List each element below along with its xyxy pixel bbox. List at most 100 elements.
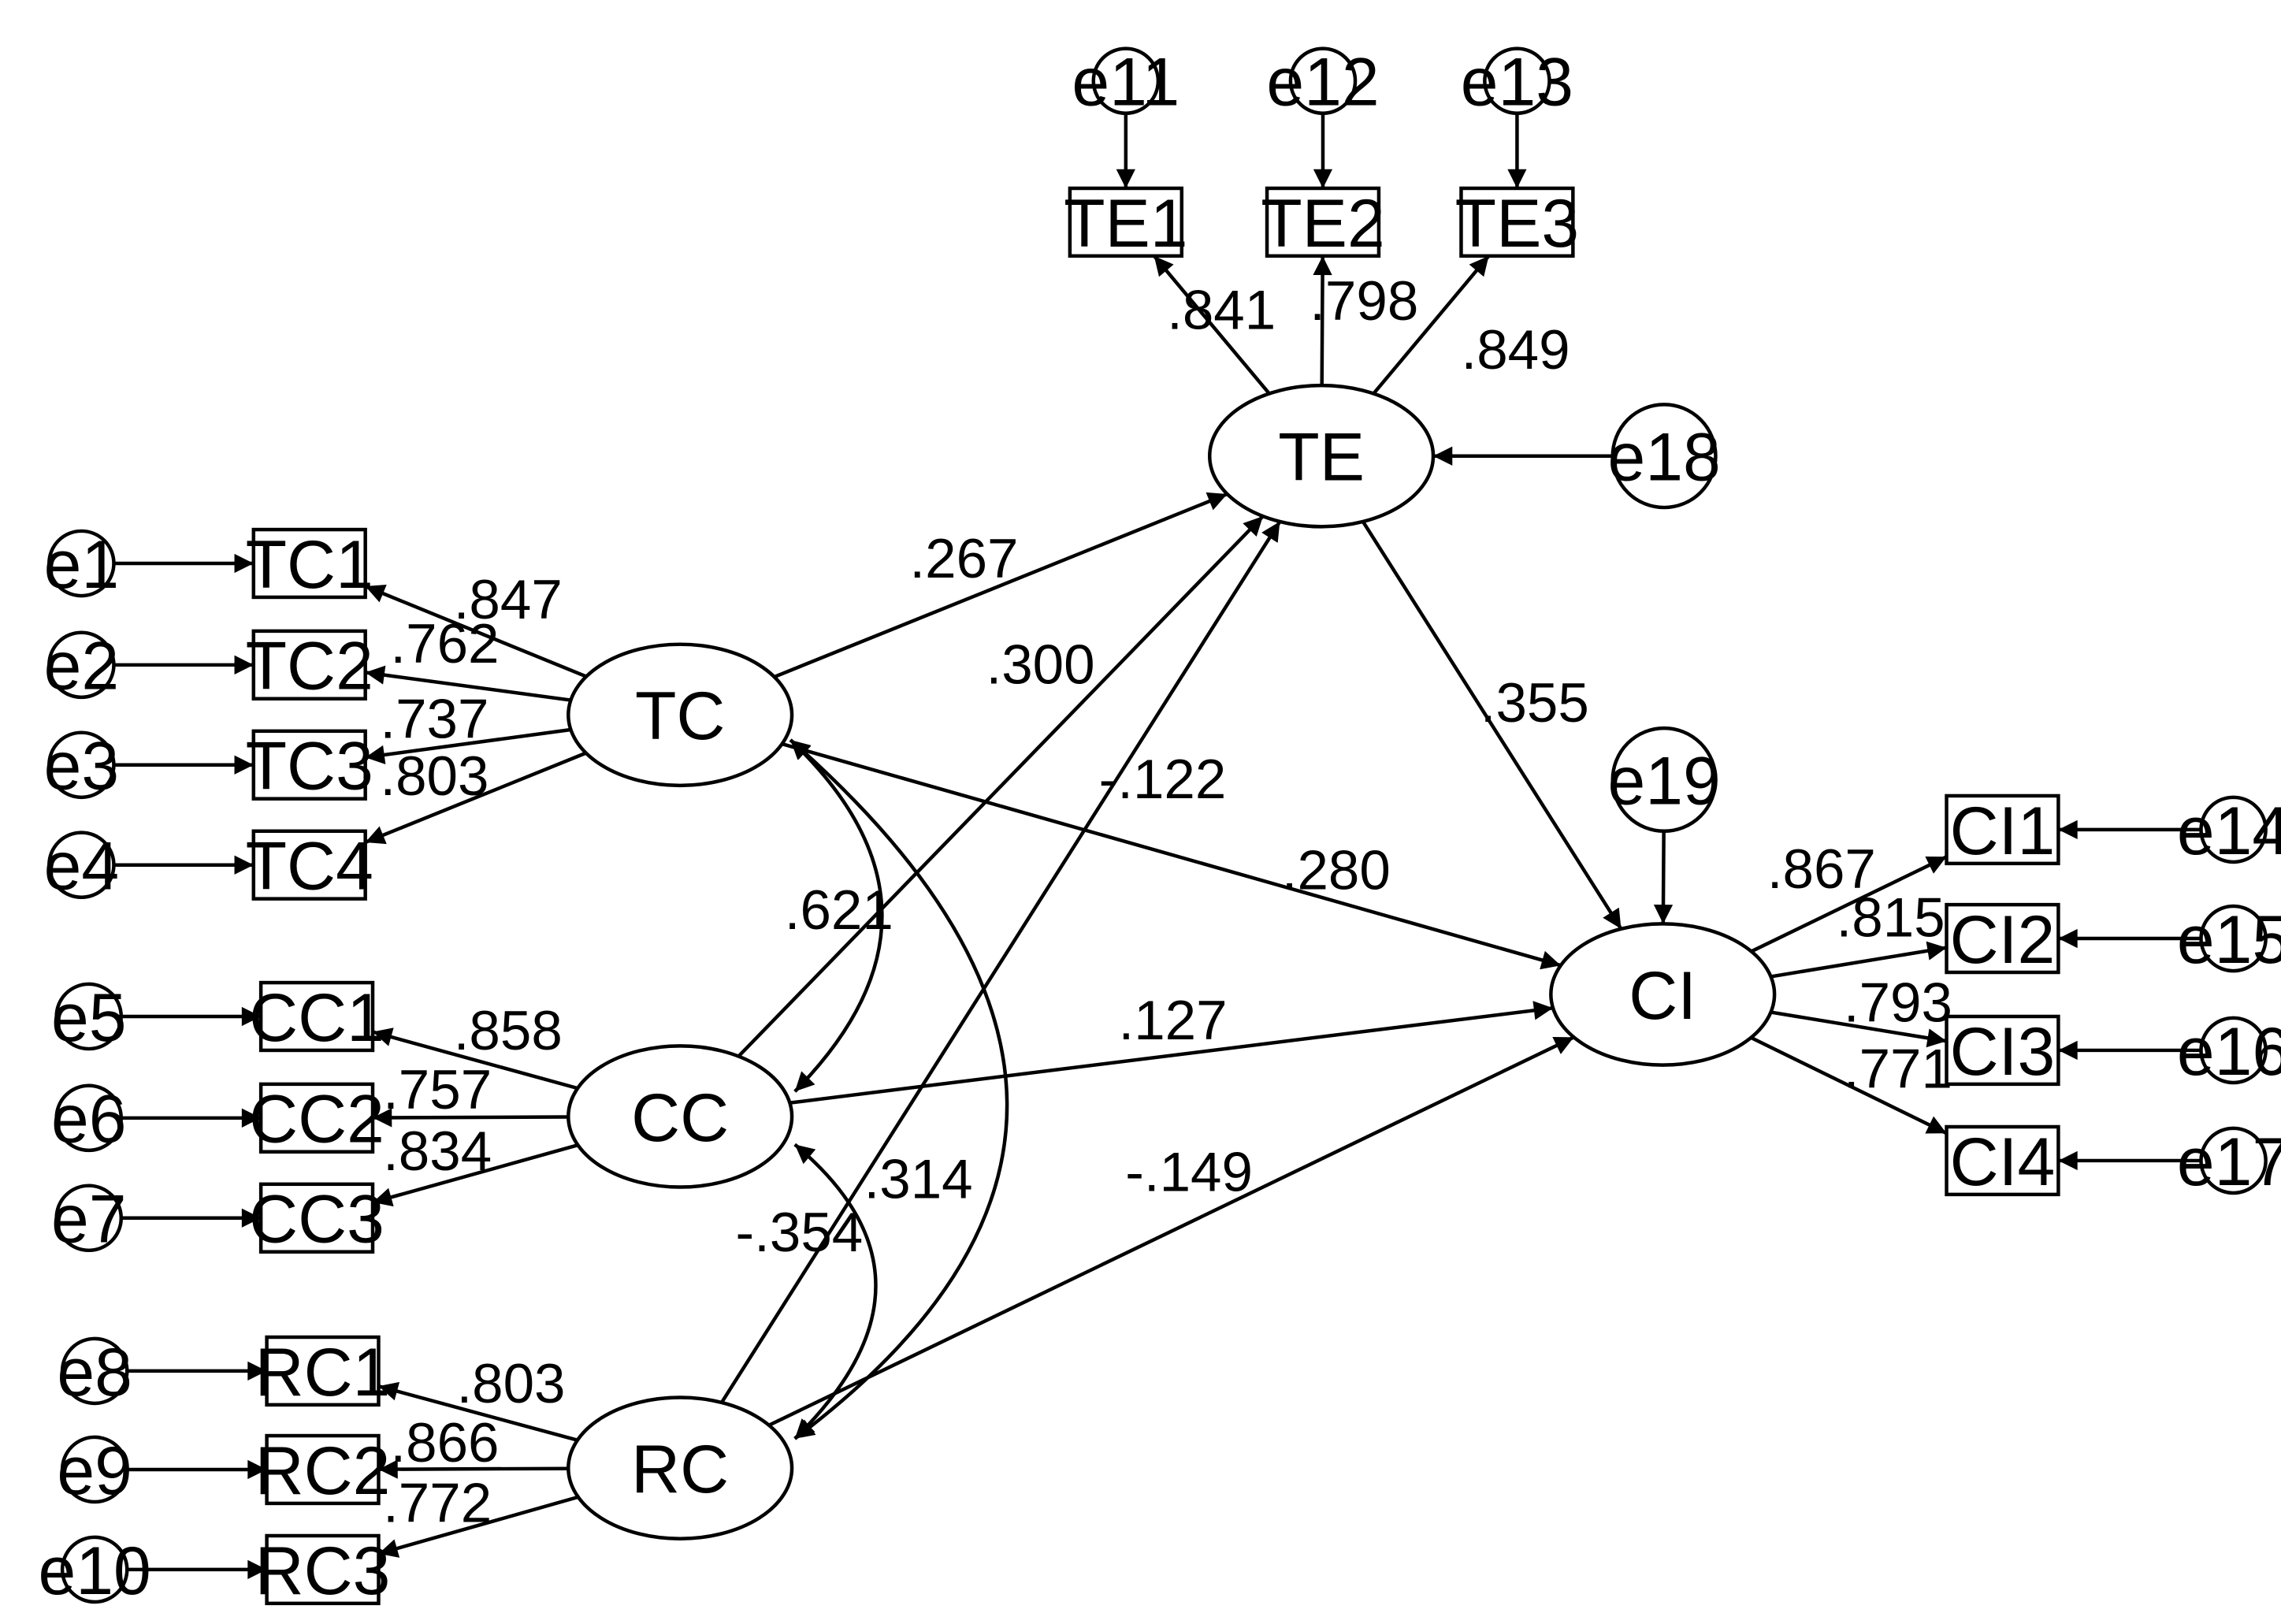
observed-label: CI2 [1950,902,2056,978]
observed-node-tc1: TC1 [246,527,373,603]
error-label: e10 [39,1533,151,1609]
error-node-e13: e13 [1461,45,1573,121]
observed-label: CC1 [249,980,385,1056]
observed-box [1945,793,2060,866]
path-arrow-tc-te [773,492,1228,679]
observed-box [265,1335,381,1407]
error-circle [1091,46,1161,115]
error-circle [54,1083,124,1153]
error-label: e12 [1266,45,1379,121]
error-circle [47,831,116,900]
latent-ellipse [567,1044,794,1189]
error-label: e15 [2177,902,2281,978]
loading-label-tc2: .762 [390,613,499,675]
error-label: e9 [57,1433,132,1509]
error-circle [60,1435,129,1504]
loading-arrow-cc2 [372,1108,569,1128]
observed-box [1265,186,1381,258]
error-label: e11 [1072,45,1180,121]
observed-node-cc1: CC1 [249,980,385,1056]
error-node-e17: e17 [2177,1124,2281,1200]
error-node-e9: e9 [57,1433,132,1509]
observed-label: CI3 [1950,1014,2056,1090]
loading-arrow-rc1 [377,1381,578,1442]
observed-node-rc1: RC1 [255,1335,391,1410]
loading-arrow-tc1 [364,584,587,678]
error-arrow-e19 [1653,831,1674,924]
observed-box [251,629,367,701]
observed-box [258,1182,375,1254]
path-label-cc-te: .300 [986,634,1095,696]
path-arrow-te-ci [1361,520,1623,930]
observed-box [1068,186,1184,258]
loading-arrow-ci3 [1770,1010,1947,1048]
loading-label-ci2: .815 [1837,886,1945,949]
loading-label-te3: .849 [1462,319,1570,381]
error-circle [2199,795,2268,864]
latent-label: TC [635,678,725,754]
observed-label: TE1 [1064,186,1187,262]
error-circle [2199,1126,2268,1195]
latent-node-te: TE [1208,383,1436,529]
observed-node-te2: TE2 [1261,186,1384,262]
observed-box [1945,1014,2060,1087]
latent-label: RC [631,1432,729,1507]
loading-arrow-te2 [1313,255,1332,386]
observed-node-rc3: RC3 [255,1533,391,1609]
error-node-e19: e19 [1607,726,1721,834]
loading-label-tc1: .847 [454,569,563,631]
observed-node-tc2: TC2 [246,629,373,704]
observed-box [1459,186,1575,258]
error-circle [60,1535,129,1604]
error-circle [54,982,124,1051]
loading-arrow-cc1 [372,1028,578,1091]
loading-arrow-ci4 [1750,1035,1948,1135]
error-circle [47,529,116,598]
loading-label-rc3: .772 [383,1472,492,1534]
loading-label-ci1: .867 [1767,838,1876,901]
error-circle [2199,904,2268,973]
loading-label-te1: .841 [1167,279,1276,341]
loading-label-tc3: .737 [380,688,489,750]
latent-node-cc: CC [567,1044,794,1189]
observed-node-tc4: TC4 [246,829,373,905]
error-circle [47,630,116,700]
observed-box [251,729,367,801]
error-node-e18: e18 [1607,403,1721,510]
observed-label: CC2 [249,1082,385,1158]
error-circle [54,1184,124,1253]
observed-label: RC1 [255,1335,391,1410]
observed-label: TC4 [246,829,373,905]
loading-label-ci4: .771 [1844,1039,1952,1101]
observed-node-ci1: CI1 [1945,793,2060,869]
loading-arrow-te1 [1153,255,1271,395]
observed-node-te3: TE3 [1455,186,1579,262]
path-arrow-cc-ci [789,1001,1554,1105]
error-label: e3 [44,729,120,805]
path-label-tc-ci: .280 [1282,840,1391,902]
error-node-e10: e10 [39,1533,151,1609]
edges-layer [113,113,2201,1580]
path-arrow-tc-ci [781,741,1562,970]
loading-arrow-ci1 [1750,855,1948,953]
path-arrow-cc-te [737,515,1265,1058]
covariance-label-cc-rc: -.354 [736,1202,864,1264]
observed-label: CC3 [249,1182,385,1258]
loading-label-rc2: .866 [390,1412,499,1474]
nodes-layer: TC CC RC TE CI TC1TC2TC3TC4CC1CC2CC3RC1RC2RC3… [39,45,2281,1609]
error-label: e7 [51,1182,127,1258]
loading-label-cc1: .858 [454,1000,563,1062]
observed-label: RC2 [255,1433,391,1509]
error-node-e15: e15 [2177,902,2281,978]
latent-ellipse [567,1395,794,1540]
observed-label: TC1 [246,527,373,603]
error-label: e16 [2177,1014,2281,1090]
observed-node-ci2: CI2 [1945,902,2060,978]
loading-label-ci3: .793 [1844,972,1952,1035]
observed-label: CI4 [1950,1124,2056,1200]
error-node-e4: e4 [44,829,120,905]
path-label-te-ci: .355 [1480,672,1589,734]
latent-node-ci: CI [1549,922,1777,1067]
observed-label: TC3 [246,729,373,805]
latent-label: CI [1629,958,1696,1034]
